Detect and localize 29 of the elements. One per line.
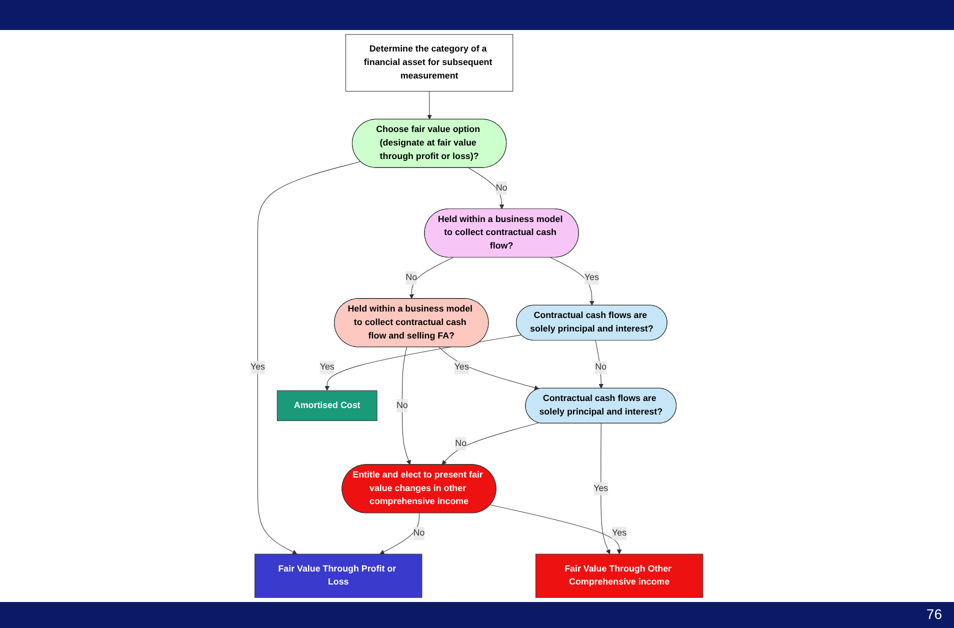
arrow <box>380 512 420 554</box>
arrow <box>438 346 540 390</box>
edge-label: Yes <box>320 362 335 372</box>
node-box: Determine the category of a financial asset for subsequent measurement <box>346 34 514 92</box>
node-box: Fair Value Through Other Comprehensive income <box>536 554 704 598</box>
arrow <box>402 346 412 465</box>
node-box: Fair Value Through Profit or Loss <box>254 554 423 598</box>
arrow <box>258 161 362 554</box>
arrow <box>427 90 432 120</box>
edge-label: Yes <box>250 362 266 372</box>
edge-label: Yes <box>594 484 609 494</box>
arrow <box>490 504 622 554</box>
edge-label: No <box>496 183 508 193</box>
edge-label: Yes <box>584 272 600 282</box>
edge-label: Yes <box>454 362 470 372</box>
page-number: 76 <box>926 606 942 622</box>
arrow <box>468 168 505 210</box>
node-box: Amortised Cost <box>277 390 378 421</box>
edge-label: No <box>396 400 408 410</box>
arrow <box>442 422 540 465</box>
arrow <box>325 334 522 391</box>
edge-label: No <box>596 362 607 372</box>
arrow <box>550 257 595 306</box>
arrow <box>600 423 611 554</box>
edge-label: No <box>456 438 467 448</box>
edge-label: No <box>414 528 426 538</box>
arrow <box>410 257 454 299</box>
edge-label: No <box>406 272 418 282</box>
edge-label: Yes <box>612 528 627 538</box>
